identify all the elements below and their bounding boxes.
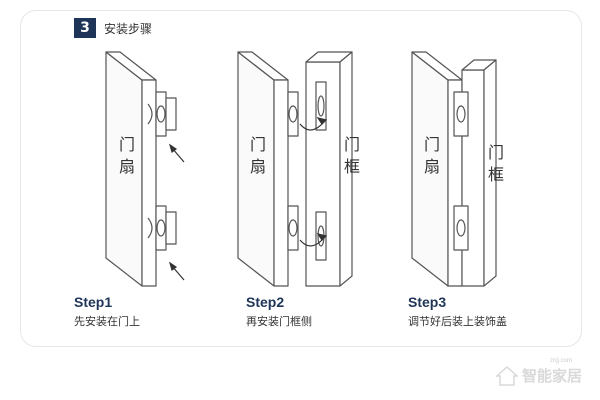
step1-hinge-top (147, 91, 177, 137)
step2-arrow-top (299, 117, 328, 131)
step2-door-frame-label: 门框 (341, 136, 360, 180)
step2-hinge-bottom (287, 205, 299, 251)
watermark: 智能家居 (495, 365, 582, 386)
step3-door-frame-label: 门框 (485, 144, 504, 188)
step2-desc: 再安装门框侧 (246, 315, 312, 328)
watermark-text: 智能家居 (521, 367, 582, 385)
step2-arrow-bottom (299, 233, 328, 247)
step1-hinge-bottom (147, 205, 177, 251)
step1-title: Step1 (74, 294, 113, 310)
step1-door-leaf (105, 51, 157, 287)
section-header: 3 安装步骤 (74, 18, 152, 38)
step2-hinge-top (287, 91, 299, 137)
step-number-badge: 3 (74, 18, 96, 38)
step2-door-leaf-label: 门扇 (247, 136, 266, 180)
step1-arrow-bottom (168, 261, 185, 281)
step1-arrow-top (168, 143, 185, 163)
step2-door-leaf (237, 51, 289, 287)
section-title: 安装步骤 (104, 21, 153, 36)
step1-door-leaf-label: 门扇 (116, 136, 135, 180)
step2-title: Step2 (246, 294, 285, 310)
step3-door-leaf-label: 门扇 (421, 136, 440, 180)
step2-caption: Step2 再安装门框侧 (246, 294, 312, 329)
step3-caption: Step3 调节好后装上装饰盖 (408, 294, 507, 329)
step1-desc: 先安装在门上 (74, 315, 140, 328)
step3-desc: 调节好后装上装饰盖 (408, 315, 507, 328)
step1-caption: Step1 先安装在门上 (74, 294, 140, 329)
step3-title: Step3 (408, 294, 447, 310)
step3-hinge-top (453, 91, 469, 137)
house-icon (495, 365, 518, 386)
step3-hinge-bottom (453, 205, 469, 251)
watermark-subtext: znjj.com (549, 358, 572, 364)
